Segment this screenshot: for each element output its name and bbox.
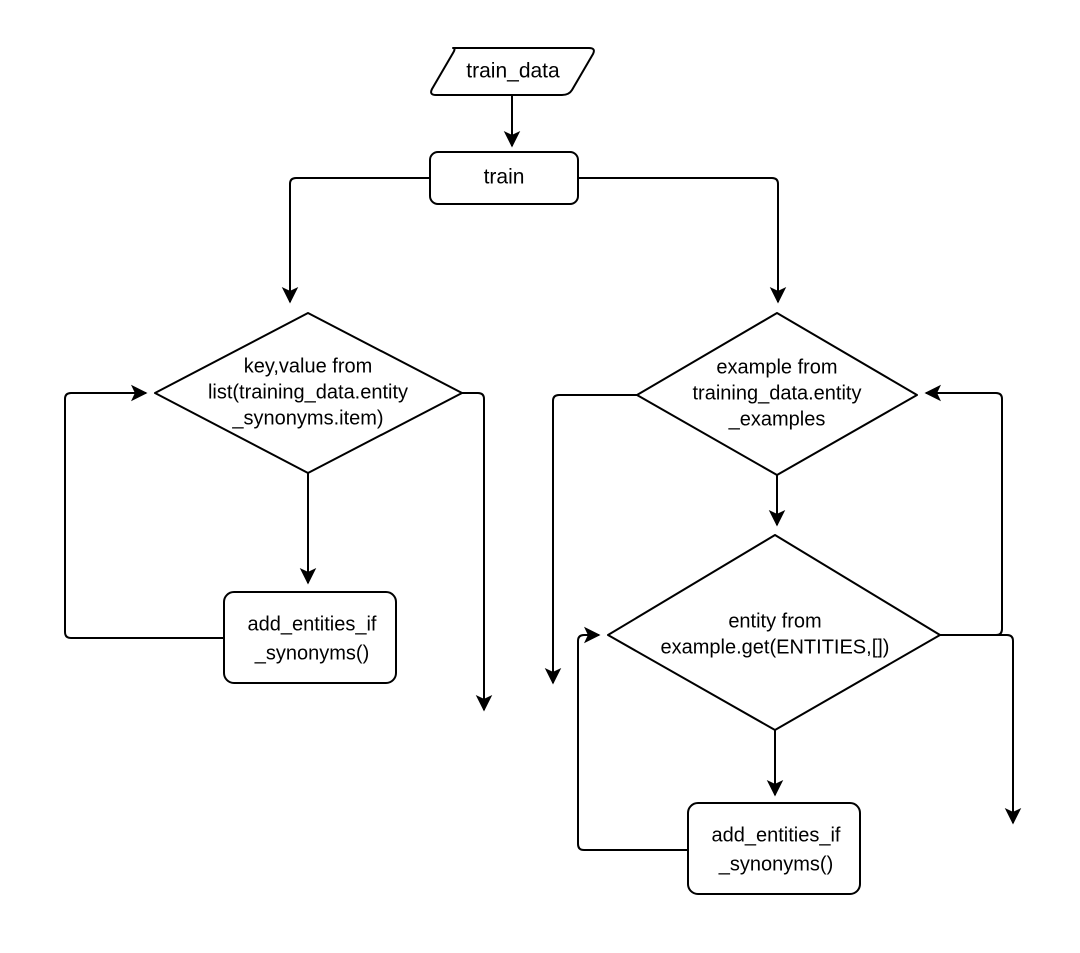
train-shape [429, 151, 579, 205]
train-data-shape [430, 47, 595, 96]
node-train[interactable]: train [429, 151, 579, 205]
add-entities-left-shape [223, 591, 397, 684]
node-loop-entities[interactable]: entity from example.get(ENTITIES,[]) [607, 534, 941, 731]
loop-entities-label-line2: example.get(ENTITIES,[]) [661, 636, 890, 658]
edge-train-to-loop-examples [578, 177, 787, 304]
loop-examples-label-line3: _examples [728, 408, 826, 430]
loop-examples-shape [636, 312, 918, 476]
edge-add-entities-right-loopback [577, 626, 688, 851]
node-add-entities-left[interactable]: add_entities_if _synonyms() [223, 591, 397, 684]
train-label: train [484, 166, 525, 189]
add-entities-left-label-line1: add_entities_if [248, 613, 377, 635]
loop-entities-label-line1: entity from [728, 610, 821, 632]
add-entities-right-label-line2: _synonyms() [718, 853, 833, 875]
node-add-entities-right[interactable]: add_entities_if _synonyms() [687, 802, 861, 895]
loop-synonyms-label-line2: list(training_data.entity [208, 381, 408, 403]
node-train-data[interactable]: train_data [430, 47, 595, 96]
node-loop-examples[interactable]: example from training_data.entity _examp… [636, 312, 918, 476]
loop-entities-shape [607, 534, 941, 731]
edge-add-entities-left-loopback [64, 384, 224, 639]
loop-synonyms-label-line3: _synonyms.item) [231, 407, 383, 429]
edge-train-to-loop-synonyms [281, 177, 430, 304]
edge-loop-examples-exit [544, 394, 637, 685]
train-data-label: train_data [466, 60, 560, 83]
add-entities-right-label-line1: add_entities_if [712, 824, 841, 846]
add-entities-right-shape [687, 802, 861, 895]
loop-synonyms-label-line1: key,value from [244, 355, 373, 377]
edge-loop-synonyms-exit [462, 392, 493, 712]
edge-loop-entities-to-loop-examples [924, 384, 1003, 636]
node-loop-synonyms[interactable]: key,value from list(training_data.entity… [154, 312, 463, 474]
loop-examples-label-line2: training_data.entity [692, 382, 861, 404]
loop-synonyms-shape [154, 312, 463, 474]
loop-examples-label-line1: example from [716, 356, 837, 378]
add-entities-left-label-line2: _synonyms() [254, 642, 369, 664]
edge-loop-entities-exit [940, 634, 1022, 825]
